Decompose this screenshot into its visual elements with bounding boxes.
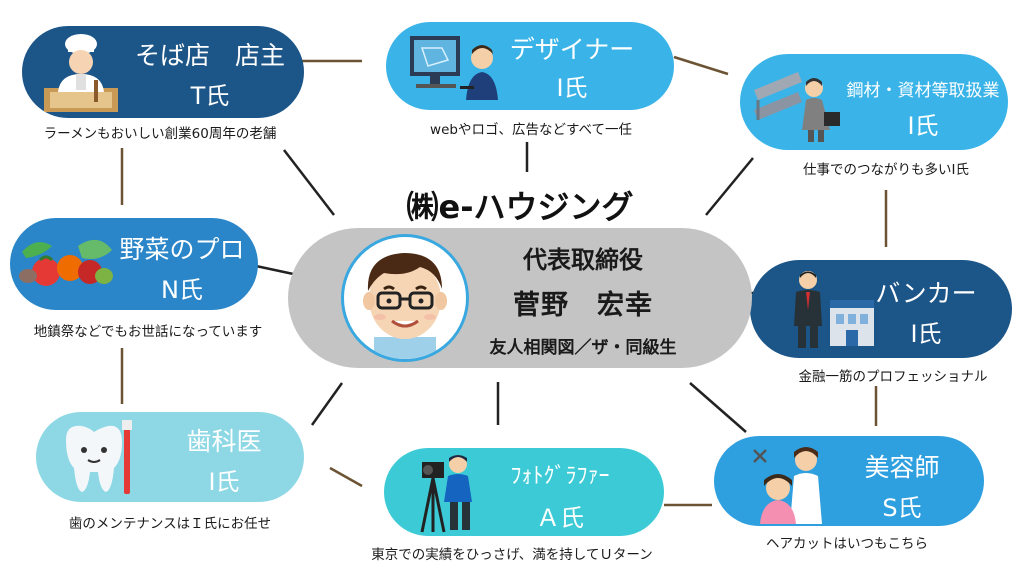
soba-title: そば店 店主 [134,41,286,70]
center-subtitle: 友人相関図／ザ・同級生 [489,338,677,358]
veg-person: N氏 [161,276,203,304]
photo-title: ﾌｫﾄｸﾞﾗﾌｧｰ [510,464,610,489]
veg-title: 野菜のプロ [119,235,245,264]
designer-caption: webやロゴ、広告などすべて一任 [430,122,632,138]
beauty-person: S氏 [882,494,922,522]
node-veg: 野菜のプロ N氏 [10,218,258,310]
node-steel: 鋼材・資材等取扱業 I氏 [740,54,1008,150]
veg-caption: 地鎮祭などでもお世話になっています [33,324,263,340]
banker-person: I氏 [910,320,942,348]
banker-caption: 金融一筋のプロフェッショナル [798,369,988,385]
banker-title: バンカー [875,279,977,308]
dentist-title: 歯科医 [186,427,262,456]
company-name: ㈱e-ハウジング [406,188,634,226]
designer-computer-icon [410,36,498,100]
dentist-person: I氏 [208,468,240,496]
banker-bank-icon [794,271,874,348]
chef-icon [44,34,118,112]
dentist-caption: 歯のメンテナンスはＩ氏にお任せ [68,516,272,532]
soba-person: T氏 [190,82,230,110]
soba-caption: ラーメンもおいしい創業60周年の老舗 [43,126,277,142]
spoke-beauty [689,382,747,433]
node-designer: デザイナー I氏 [386,22,674,110]
beauty-caption: ヘアカットはいつもこちら [766,536,928,552]
spoke-soba [283,149,335,216]
photo-person: Ａ氏 [536,504,584,532]
businessman-steel-icon [754,72,840,142]
man-glasses-avatar-icon [363,253,447,359]
steel-title: 鋼材・資材等取扱業 [846,81,1000,101]
photographer-tripod-icon [420,455,472,533]
spoke-dentist [310,382,344,426]
steel-caption: 仕事でのつながりも多いI氏 [803,162,969,178]
photo-caption: 東京での実績をひっさげ、満を持してＵターン [371,547,653,563]
designer-person: I氏 [556,74,588,102]
hairdresser-icon [753,447,822,524]
designer-title: デザイナー [509,35,635,64]
steel-person: I氏 [907,112,939,140]
line-designer-steel [673,55,729,76]
center-name: 菅野 宏幸 [513,290,653,321]
tooth-icon [66,420,132,494]
spoke-steel [705,157,754,216]
node-beauty: 美容師 S氏 [714,436,984,526]
center-role: 代表取締役 [523,246,643,274]
spoke-veg [255,264,299,277]
vegetables-icon [19,239,113,286]
node-soba: そば店 店主 T氏 [22,26,304,118]
node-photo: ﾌｫﾄｸﾞﾗﾌｧｰ Ａ氏 [384,448,664,536]
avatar [341,234,469,362]
node-banker: バンカー I氏 [750,260,1012,358]
beauty-title: 美容師 [864,453,940,482]
node-dentist: 歯科医 I氏 [36,412,304,502]
line-dentist-photo [329,466,363,488]
